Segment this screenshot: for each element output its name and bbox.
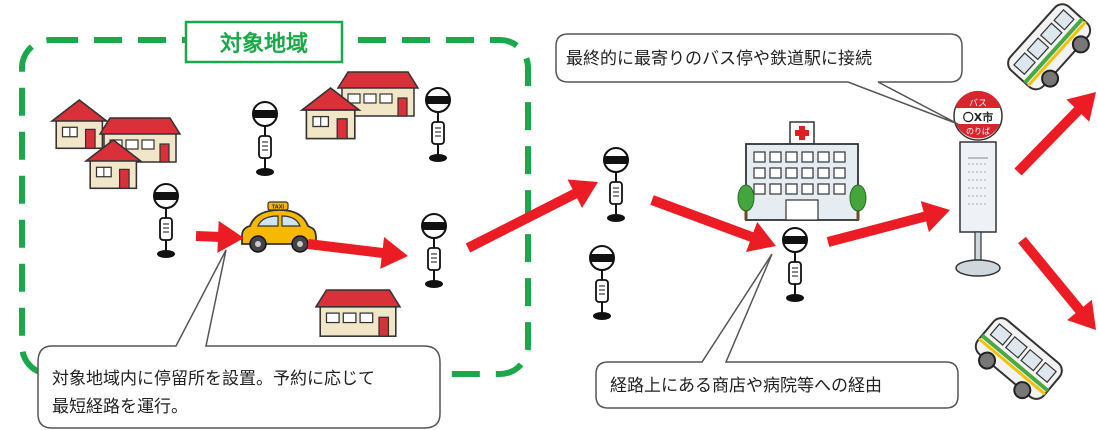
callout-stops-line2: 最短経路を運行。 [52, 397, 188, 417]
arrow-icon [465, 179, 598, 253]
region-title-box [184, 20, 344, 64]
stop-pole-icon [252, 101, 278, 177]
arrow-icon [307, 237, 408, 269]
bus-stop-sign-icon: バス 〇X市 のりば [953, 90, 1003, 277]
arrow-icon [1014, 92, 1096, 176]
callout-route-box [595, 253, 959, 409]
callout-connect-text: 最終的に最寄りのバス停や鉄道駅に接続 [566, 49, 872, 69]
bus-icon [965, 313, 1067, 411]
house-icon [51, 99, 108, 150]
bus-stop-sign-bottom: のりば [966, 127, 990, 136]
stop-pole-icon [421, 213, 447, 289]
stop-pole-icon [425, 87, 451, 163]
bus-stop-sign-middle: 〇X市 [963, 110, 993, 124]
callout-route-text: 経路上にある商店や病院等への経由 [610, 376, 882, 396]
taxi-roof-sign: TAXI [272, 205, 285, 211]
arrow-icon [195, 220, 244, 253]
taxi-icon: TAXI [241, 201, 317, 253]
stop-pole-icon [782, 227, 808, 303]
route-arrows [195, 92, 1096, 330]
bus-stop-sign-top: バス [969, 98, 987, 109]
arrow-icon [826, 201, 950, 247]
house-icon [315, 289, 401, 337]
arrow-icon [650, 195, 776, 252]
region-title: 対象地域 [220, 31, 308, 57]
stop-pole-icon [603, 147, 629, 223]
callout-connect-box [555, 33, 963, 125]
callout-stops-box [37, 249, 441, 429]
hospital-icon [737, 121, 867, 221]
arrow-icon [1018, 236, 1096, 330]
callout-stops-line1: 対象地域内に停留所を設置。予約に応じて [52, 369, 375, 389]
stop-pole-icon [589, 245, 615, 321]
stop-pole-icon [153, 183, 179, 259]
bus-icon [1003, 0, 1098, 100]
